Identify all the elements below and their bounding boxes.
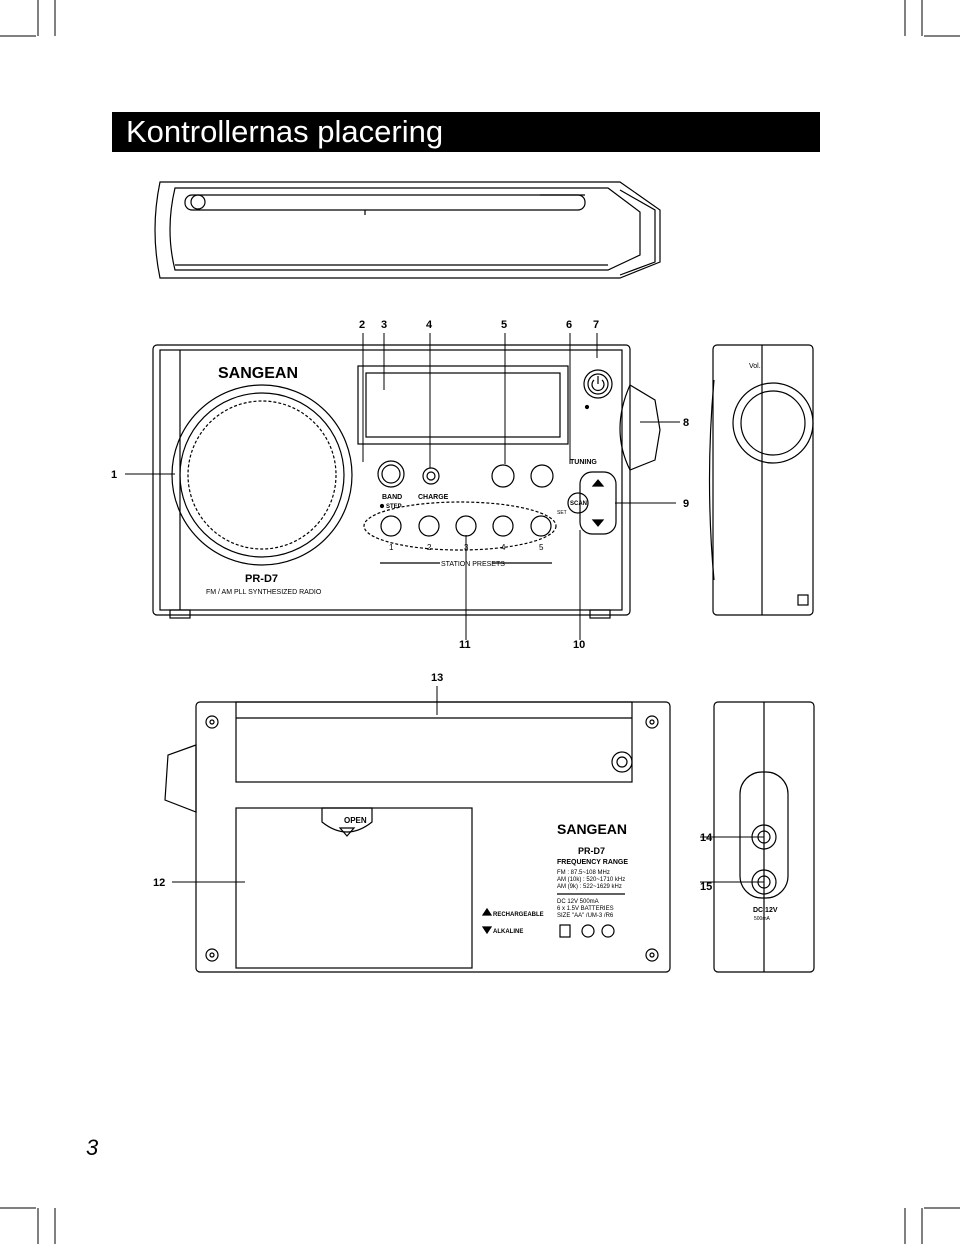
front-brand: SANGEAN bbox=[218, 365, 298, 382]
rechargeable-label: RECHARGEABLE bbox=[493, 912, 544, 918]
callout-5: 5 bbox=[501, 319, 507, 331]
power-line: SIZE "AA" /UM-3 /R6 bbox=[557, 913, 614, 919]
callout-8: 8 bbox=[683, 417, 689, 429]
front-subtitle: FM / AM PLL SYNTHESIZED RADIO bbox=[206, 589, 322, 596]
page-title: Kontrollernas placering bbox=[126, 114, 444, 149]
freq-line: AM (9k) : 522~1629 kHz bbox=[557, 884, 622, 890]
title-bar: Kontrollernas placering bbox=[112, 112, 820, 152]
callout-14: 14 bbox=[700, 832, 713, 844]
top-view bbox=[154, 181, 661, 279]
callout-lines bbox=[125, 333, 764, 883]
back-model: PR-D7 bbox=[578, 846, 605, 856]
callout-2: 2 bbox=[359, 319, 365, 331]
callout-numbers: 1 2 3 4 5 6 7 8 9 10 11 12 13 14 15 bbox=[111, 319, 713, 893]
front-model: PR-D7 bbox=[245, 573, 278, 585]
callout-7: 7 bbox=[593, 319, 599, 331]
step-label: STEP bbox=[386, 504, 402, 510]
callout-13: 13 bbox=[431, 672, 443, 684]
power-line: 6 x 1.5V BATTERIES bbox=[557, 906, 614, 912]
open-label: OPEN bbox=[344, 816, 367, 825]
band-label: BAND bbox=[382, 494, 402, 501]
callout-9: 9 bbox=[683, 498, 689, 510]
callout-10: 10 bbox=[573, 639, 585, 651]
set-label: SET bbox=[557, 510, 567, 516]
callout-1: 1 bbox=[111, 469, 117, 481]
power-line: DC 12V 500mA bbox=[557, 899, 599, 905]
dc-label: DC 12V bbox=[753, 907, 778, 914]
back-brand: SANGEAN bbox=[557, 821, 627, 837]
preset-2: 2 bbox=[427, 543, 432, 552]
callout-6: 6 bbox=[566, 319, 572, 331]
preset-5: 5 bbox=[539, 543, 544, 552]
vol-label: Vol. bbox=[749, 363, 761, 370]
charge-label: CHARGE bbox=[418, 494, 449, 501]
side-view: Vol. bbox=[708, 344, 814, 616]
alkaline-label: ALKALINE bbox=[493, 929, 523, 935]
page-number: 3 bbox=[86, 1135, 99, 1160]
tuning-label: TUNING bbox=[570, 459, 597, 466]
front-view: SANGEAN BAND STEP CHARGE TUNING SCAN SET… bbox=[152, 344, 661, 619]
callout-4: 4 bbox=[426, 319, 433, 331]
callout-3: 3 bbox=[381, 319, 387, 331]
back-view: OPEN SANGEAN PR-D7 FREQUENCY RANGE FM : … bbox=[164, 701, 671, 973]
preset-4: 4 bbox=[501, 543, 506, 552]
callout-12: 12 bbox=[153, 877, 165, 889]
freq-line: FM : 87.5~108 MHz bbox=[557, 870, 610, 876]
dc-current: 500mA bbox=[754, 916, 771, 922]
scan-label: SCAN bbox=[570, 501, 587, 507]
presets-label: STATION PRESETS bbox=[441, 561, 505, 568]
freq-heading: FREQUENCY RANGE bbox=[557, 859, 628, 866]
preset-1: 1 bbox=[389, 543, 394, 552]
callout-15: 15 bbox=[700, 881, 712, 893]
callout-11: 11 bbox=[459, 639, 471, 651]
freq-line: AM (10k) : 520~1710 kHz bbox=[557, 877, 625, 883]
